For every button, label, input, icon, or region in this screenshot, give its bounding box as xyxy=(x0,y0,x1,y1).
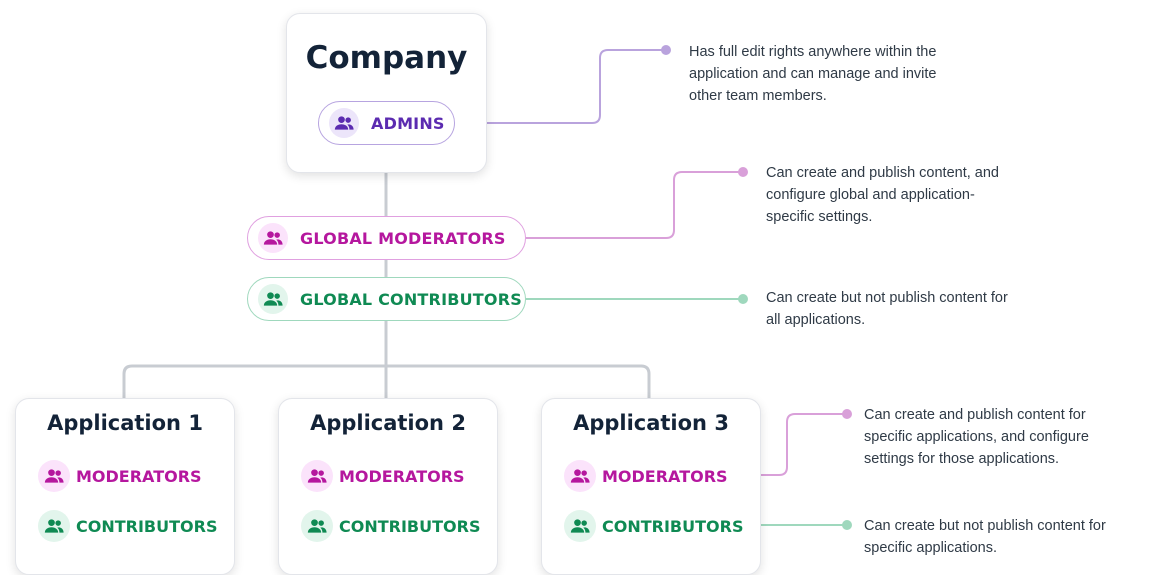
description-line: Can create and publish content for xyxy=(864,407,1086,423)
application-card-3: Application 3 MODERATORS CONTRIBUTORS xyxy=(541,398,761,575)
contributors-label: CONTRIBUTORS xyxy=(602,516,744,536)
moderators-role: MODERATORS xyxy=(38,460,202,492)
description-line: other team members. xyxy=(689,88,827,104)
description-line: specific applications. xyxy=(864,540,997,556)
application-card-1: Application 1 MODERATORS CONTRIBUTORS xyxy=(15,398,235,575)
company-card: Company xyxy=(286,13,487,173)
contributors-description: Can create but not publish content for s… xyxy=(864,515,1154,559)
admins-label: ADMINS xyxy=(371,113,445,133)
description-line: settings for those applications. xyxy=(864,451,1060,467)
description-line: all applications. xyxy=(766,312,866,328)
moderators-description: Can create and publish content for speci… xyxy=(864,404,1144,470)
global-contributors-label: GLOBAL CONTRIBUTORS xyxy=(300,289,522,309)
contributors-role: CONTRIBUTORS xyxy=(38,510,217,542)
hierarchy-tree-lines xyxy=(122,171,651,398)
moderators-label: MODERATORS xyxy=(76,466,202,486)
application-title: Application 2 xyxy=(310,411,466,435)
description-line: Can create but not publish content for xyxy=(766,290,1008,306)
global-moderators-description: Can create and publish content, and conf… xyxy=(766,162,1066,228)
contributors-role: CONTRIBUTORS xyxy=(564,510,743,542)
description-line: application and can manage and invite xyxy=(689,66,937,82)
description-line: specific settings. xyxy=(766,209,873,225)
global-contributors-description: Can create but not publish content for a… xyxy=(766,287,1086,331)
admins-description: Has full edit rights anywhere within the… xyxy=(689,41,1019,107)
application-title: Application 1 xyxy=(47,411,203,435)
users-icon xyxy=(301,460,333,492)
description-callout-lines xyxy=(455,45,852,530)
moderators-role: MODERATORS xyxy=(301,460,465,492)
global-contributors-pill: GLOBAL CONTRIBUTORS xyxy=(247,277,526,321)
users-icon xyxy=(258,284,288,314)
description-line: Can create and publish content, and xyxy=(766,165,999,181)
application-card-2: Application 2 MODERATORS CONTRIBUTORS xyxy=(278,398,498,575)
contributors-label: CONTRIBUTORS xyxy=(76,516,218,536)
application-title: Application 3 xyxy=(573,411,729,435)
users-icon xyxy=(301,510,333,542)
description-line: specific applications, and configure xyxy=(864,429,1089,445)
users-icon xyxy=(38,510,70,542)
connector-lines xyxy=(122,45,852,530)
users-icon xyxy=(38,460,70,492)
global-moderators-label: GLOBAL MODERATORS xyxy=(300,228,506,248)
contributors-role: CONTRIBUTORS xyxy=(301,510,480,542)
description-line: Has full edit rights anywhere within the xyxy=(689,44,937,60)
admins-pill: ADMINS xyxy=(318,101,455,145)
moderators-label: MODERATORS xyxy=(602,466,728,486)
global-moderators-pill: GLOBAL MODERATORS xyxy=(247,216,526,260)
contributors-label: CONTRIBUTORS xyxy=(339,516,481,536)
description-line: Can create but not publish content for xyxy=(864,518,1106,534)
moderators-role: MODERATORS xyxy=(564,460,728,492)
moderators-label: MODERATORS xyxy=(339,466,465,486)
users-icon xyxy=(329,108,359,138)
description-line: configure global and application- xyxy=(766,187,975,203)
users-icon xyxy=(258,223,288,253)
company-title: Company xyxy=(305,40,468,76)
users-icon xyxy=(564,460,596,492)
users-icon xyxy=(564,510,596,542)
